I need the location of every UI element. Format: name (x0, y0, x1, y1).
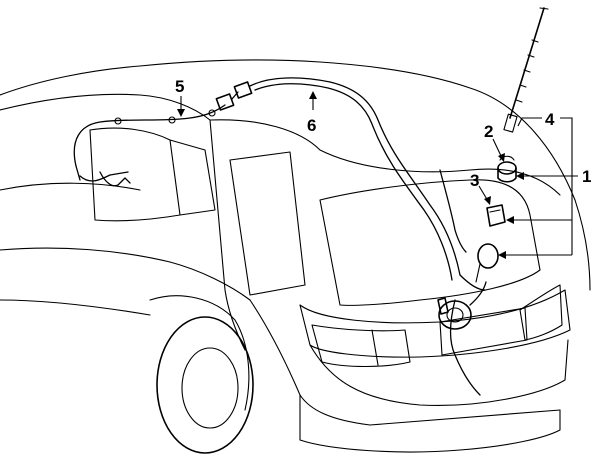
callout-1: 1 (582, 167, 591, 186)
callout-3: 3 (470, 171, 479, 190)
antenna-cord (73, 77, 487, 396)
callout-5: 5 (175, 77, 184, 96)
antenna-base (497, 155, 517, 183)
antenna-amplifier (486, 204, 506, 227)
callout-leaders (177, 91, 578, 259)
callout-4: 4 (545, 110, 555, 129)
callout-2: 2 (484, 122, 493, 141)
antenna-connector (475, 243, 499, 283)
callout-6: 6 (307, 116, 316, 135)
vehicle-body (0, 59, 591, 454)
antenna-mast (503, 7, 549, 133)
